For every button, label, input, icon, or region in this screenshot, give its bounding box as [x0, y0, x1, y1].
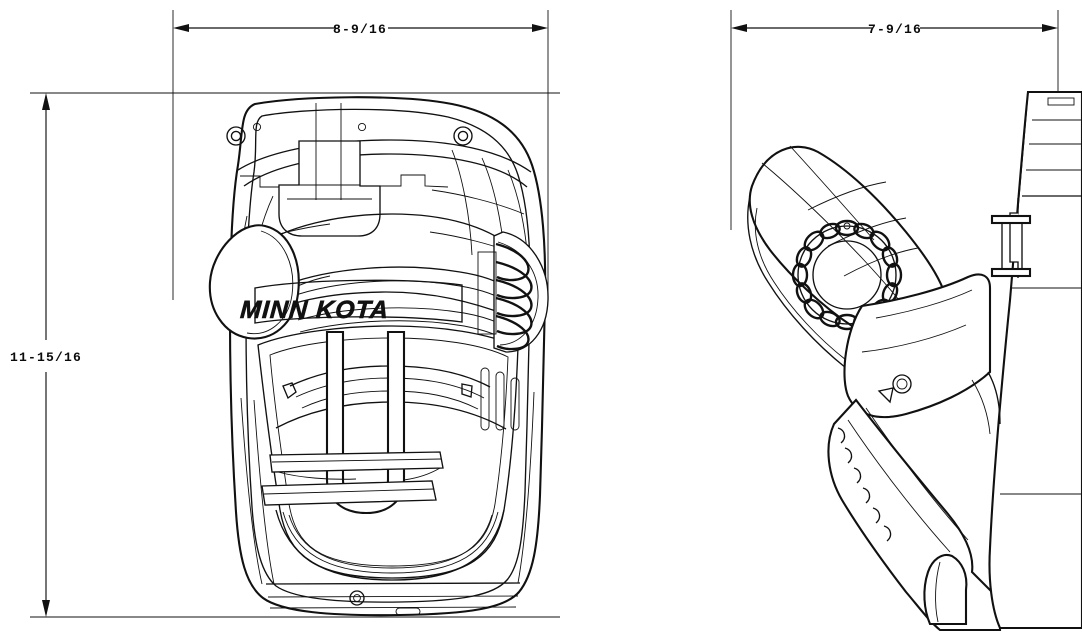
heel-cup-arc: [275, 509, 505, 581]
cowl-notch-step: [380, 174, 449, 188]
arrowhead-side-right: [1042, 24, 1058, 32]
side-spool-bracket: [990, 214, 1032, 278]
side-riser-sweep-2: [971, 379, 991, 435]
side-base-foot: [923, 553, 968, 626]
arrowhead-top: [42, 93, 50, 110]
side-linkage-facet: [875, 289, 973, 319]
arrowhead-left: [173, 24, 189, 32]
side-grip-serrations: [837, 427, 892, 542]
dimension-width-top-view: 8-9/16: [172, 10, 549, 300]
body-crease-left: [240, 397, 263, 585]
dimension-label-length: 11-15/16: [10, 350, 82, 365]
side-heel-plate-facet-2: [865, 407, 969, 541]
view-top-pedal: MINN KOTA: [208, 96, 549, 617]
toe-platform-slats: [261, 451, 444, 506]
mounting-hole-left: [252, 122, 262, 132]
ventilation-slots: [480, 367, 520, 431]
side-cable-coil-ring: [791, 219, 903, 331]
mounting-hole-right: [357, 122, 367, 132]
body-crease-left-2: [253, 399, 275, 585]
upper-cowl-band-inner: [243, 153, 528, 188]
speed-control-knob: [208, 224, 300, 340]
view-side-pedal: [747, 90, 1082, 632]
side-pivot-eyelet: [877, 374, 912, 404]
dimension-depth-side-view: 7-9/16: [730, 10, 1059, 230]
body-crease-right: [517, 391, 535, 584]
side-linkage-arm: [843, 273, 992, 419]
side-base-foot-crease: [935, 561, 941, 623]
screw-boss-right: [453, 126, 473, 146]
coil-ring-turns: [791, 219, 903, 331]
clip-detail-left: [282, 382, 297, 400]
side-heel-plate: [827, 398, 1002, 632]
arrowhead-right: [532, 24, 548, 32]
clip-detail-right: [461, 383, 473, 398]
dimension-label-depth: 7-9/16: [868, 22, 922, 37]
arrowhead-side-left: [731, 24, 747, 32]
screw-boss-left: [226, 126, 246, 146]
side-riser-sweep: [987, 371, 1001, 425]
dimension-length-top-view: 11-15/16: [10, 92, 560, 618]
coil-turns: [495, 242, 533, 351]
minn-kota-logo: MINN KOTA: [239, 279, 463, 324]
dimension-label-width: 8-9/16: [333, 22, 387, 37]
side-heel-plate-facet: [847, 419, 951, 553]
arrowhead-bottom: [42, 600, 50, 617]
side-heel-riser: [988, 90, 1082, 630]
cable-coil-strain-relief: [477, 231, 549, 353]
cowl-notch-step-left: [240, 175, 279, 188]
upper-cowl-band: [237, 139, 532, 173]
side-linkage-facet-2: [861, 324, 967, 353]
side-plate-lower-edge-2: [754, 207, 847, 361]
bottom-ledge: [265, 582, 521, 616]
minn-kota-logo-text: MINN KOTA: [239, 296, 390, 324]
side-plate-lower-edge: [747, 195, 847, 369]
